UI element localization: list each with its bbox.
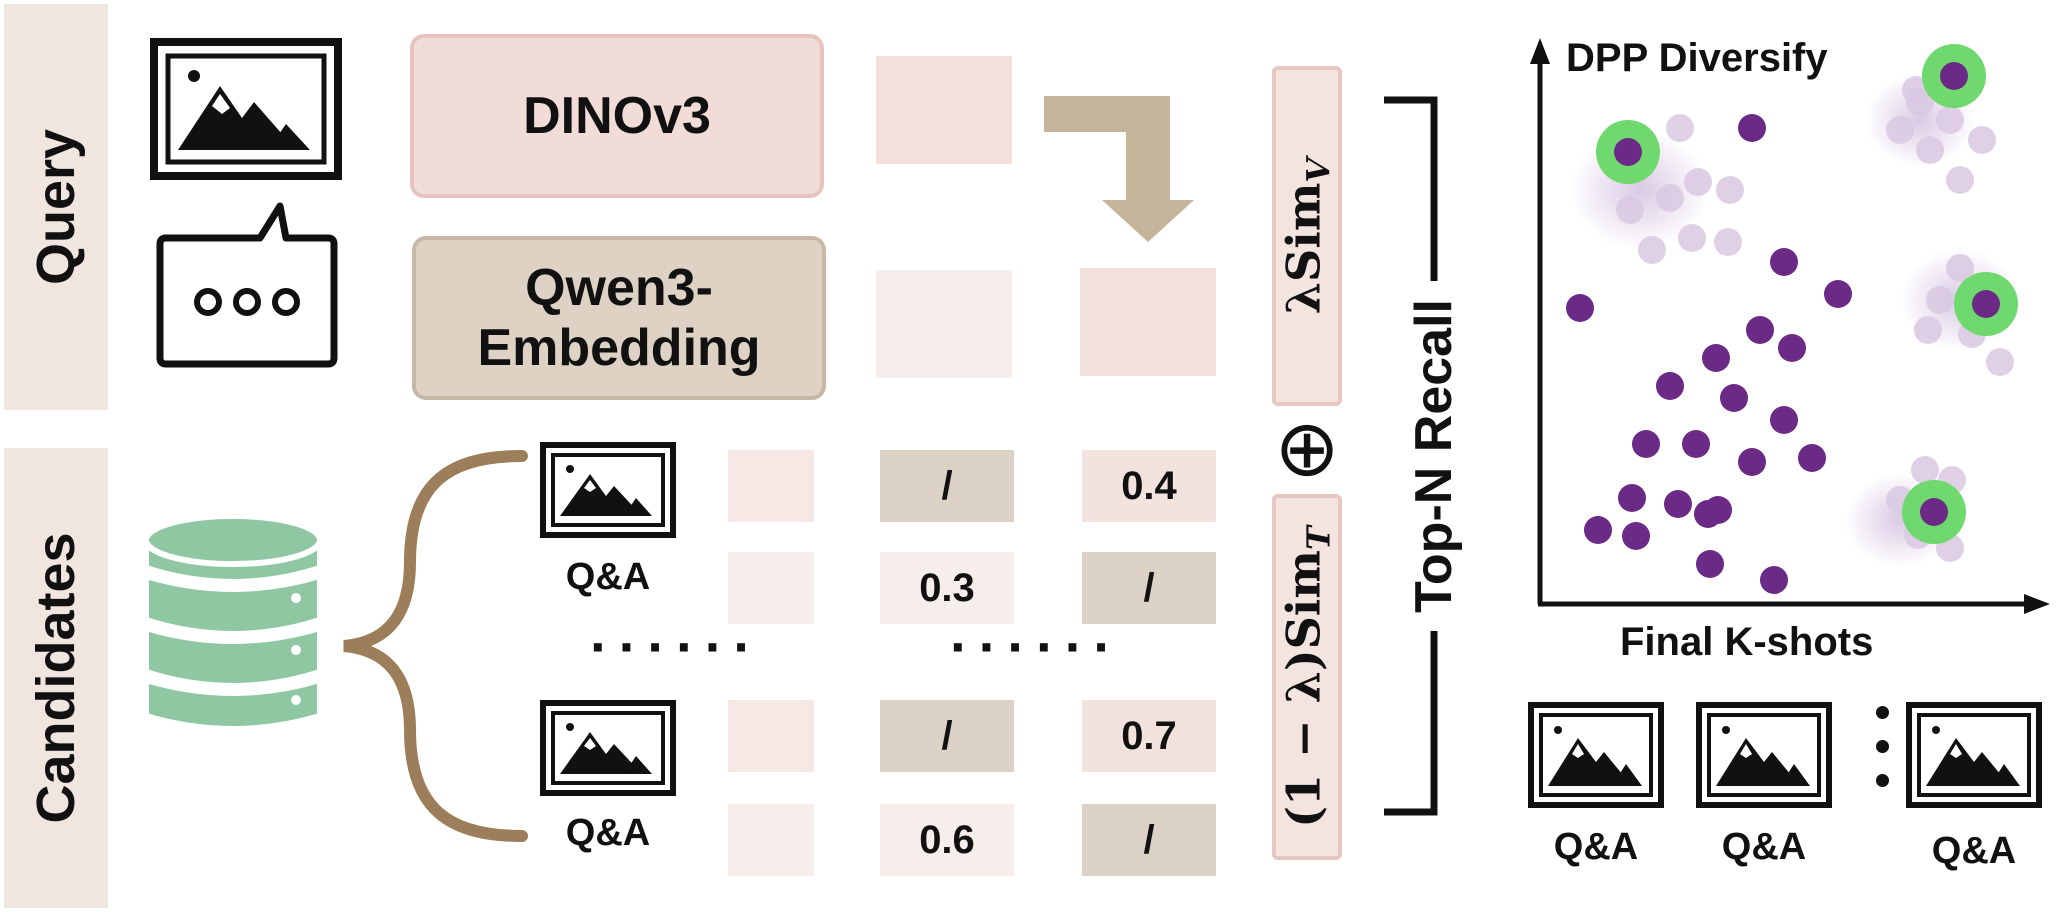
selected-point	[1694, 500, 1722, 528]
faded-point	[1936, 106, 1964, 134]
faded-point	[1946, 254, 1974, 282]
selected-point	[1682, 430, 1710, 458]
candidates-brace	[343, 450, 528, 842]
selected-point	[1566, 294, 1594, 322]
selected-point	[1584, 516, 1612, 544]
candidate-ellipsis-left: ······	[590, 615, 762, 678]
faded-point	[1656, 184, 1684, 212]
faded-point	[1986, 348, 2014, 376]
dinov3-label: DINOv3	[523, 87, 711, 145]
faded-point	[1684, 168, 1712, 196]
final-shot-image-icon-2	[1696, 702, 1832, 808]
qwen3-label-line1: Qwen3-	[525, 259, 713, 317]
query-label-panel: Query	[4, 4, 108, 410]
selected-point	[1746, 316, 1774, 344]
database-icon	[143, 513, 323, 732]
query-text-feature	[876, 270, 1012, 378]
faded-point	[1916, 136, 1944, 164]
selected-point	[1614, 138, 1642, 166]
dinov3-encoder: DINOv3	[410, 34, 824, 198]
qwen3-label-line2: Embedding	[477, 319, 761, 377]
vision-score-2: 0.3	[880, 552, 1014, 624]
visual-similarity-label: λSimV	[1276, 157, 1338, 315]
selected-point	[1738, 448, 1766, 476]
dpp-title: DPP Diversify	[1566, 36, 1828, 80]
faded-point	[1666, 114, 1694, 142]
selected-point	[1778, 334, 1806, 362]
final-shot-image-icon-1	[1528, 702, 1664, 808]
candidate-feature-3	[728, 700, 814, 772]
query-label: Query	[26, 128, 86, 286]
selected-point	[1622, 522, 1650, 550]
faded-point	[1926, 286, 1954, 314]
selected-point	[1656, 372, 1684, 400]
selected-point	[1738, 114, 1766, 142]
faded-point	[1914, 316, 1942, 344]
selected-point	[1696, 550, 1724, 578]
x-axis-arrow	[2024, 594, 2050, 614]
final-shot-vertical-ellipsis	[1876, 706, 1890, 790]
faded-point	[1968, 126, 1996, 154]
faded-point	[1638, 236, 1666, 264]
text-score-2: /	[1082, 552, 1216, 624]
query-visual-feature	[876, 56, 1012, 164]
candidate-qa-1: Q&A	[565, 556, 651, 598]
faded-point	[1616, 196, 1644, 224]
faded-point	[1946, 166, 1974, 194]
selected-point	[1824, 280, 1852, 308]
faded-point	[1716, 176, 1744, 204]
query-projected-feature	[1080, 268, 1216, 376]
selected-point	[1940, 62, 1968, 90]
faded-point	[1886, 116, 1914, 144]
text-score-4: /	[1082, 804, 1216, 876]
dpp-scatter	[1530, 38, 2050, 614]
candidate-feature-1	[728, 450, 814, 522]
qwen3-embedding-encoder: Qwen3- Embedding	[412, 236, 826, 400]
selected-point	[1720, 384, 1748, 412]
faded-point	[1911, 456, 1939, 484]
candidate-image-icon-2	[540, 700, 676, 796]
text-score-3: 0.7	[1082, 700, 1216, 772]
faded-point	[1678, 224, 1706, 252]
recall-label: Top-N Recall	[1404, 281, 1464, 631]
candidate-image-icon-1	[540, 442, 676, 538]
visual-similarity-box: λSimV	[1272, 66, 1342, 406]
selected-point	[1770, 406, 1798, 434]
candidate-feature-2	[728, 552, 814, 624]
candidates-label-panel: Candidates	[4, 448, 108, 908]
query-image-icon	[150, 38, 342, 180]
text-similarity-box: (1 − λ)SimT	[1272, 494, 1342, 860]
dpp-xlabel: Final K-shots	[1620, 620, 1874, 664]
candidate-feature-4	[728, 804, 814, 876]
vision-score-4: 0.6	[880, 804, 1014, 876]
selected-point	[1664, 490, 1692, 518]
final-shot-qa-3: Q&A	[1931, 830, 2017, 872]
selected-point	[1972, 290, 2000, 318]
query-text-icon	[156, 202, 338, 368]
final-shot-qa-2: Q&A	[1721, 826, 1807, 868]
selected-point	[1770, 248, 1798, 276]
selected-point	[1798, 444, 1826, 472]
candidate-qa-2: Q&A	[565, 812, 651, 854]
text-score-1: 0.4	[1082, 450, 1216, 522]
faded-point	[1714, 228, 1742, 256]
selected-point	[1760, 566, 1788, 594]
candidate-ellipsis-right: ······	[950, 615, 1122, 678]
selected-point	[1920, 498, 1948, 526]
final-shot-qa-1: Q&A	[1553, 826, 1639, 868]
text-similarity-label: (1 − λ)SimT	[1276, 526, 1338, 828]
recall-label-area: Top-N Recall	[1402, 96, 1466, 816]
final-shot-image-icon-3	[1906, 702, 2042, 808]
vision-score-3: /	[880, 700, 1014, 772]
selected-point	[1702, 344, 1730, 372]
faded-point	[1906, 88, 1934, 116]
elbow-arrow	[1044, 96, 1194, 242]
candidates-label: Candidates	[26, 532, 86, 824]
vision-score-1: /	[880, 450, 1014, 522]
combine-symbol: ⊕	[1274, 404, 1340, 494]
selected-point	[1618, 484, 1646, 512]
selected-point	[1632, 430, 1660, 458]
y-axis-arrow	[1530, 38, 1550, 64]
